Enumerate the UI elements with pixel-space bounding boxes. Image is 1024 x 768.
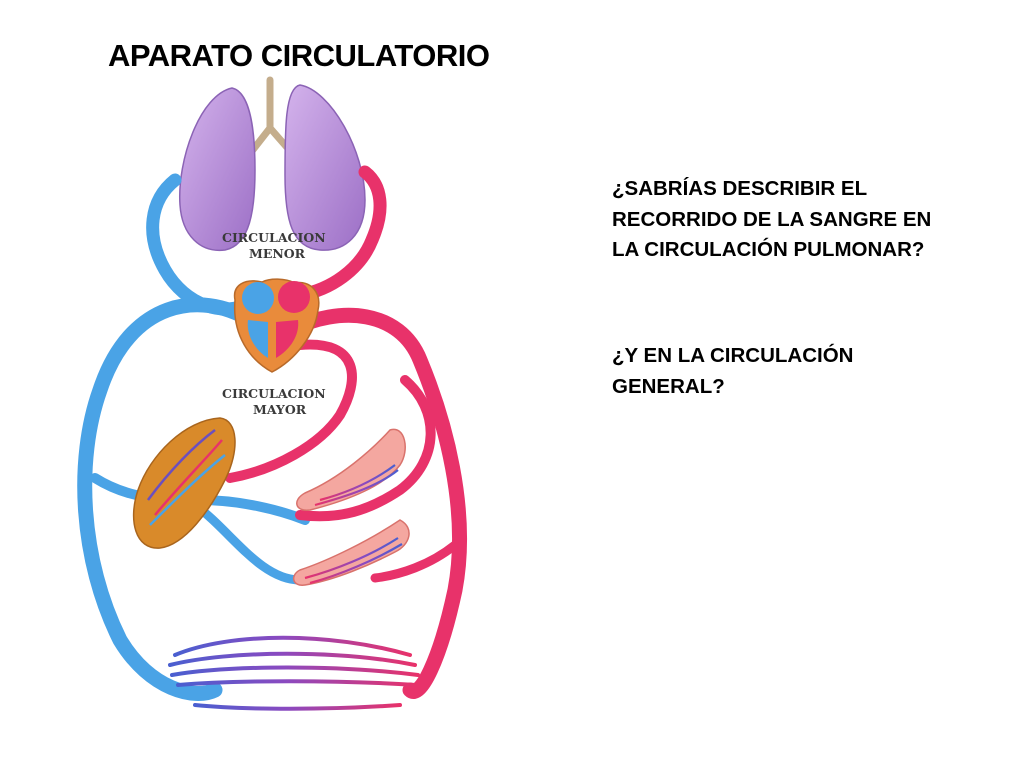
intestinal-artery-vessel bbox=[295, 375, 436, 522]
question-general: ¿Y EN LA CIRCULACIÓN GENERAL? bbox=[612, 344, 854, 398]
pulmonary-circulation-label-line2: MENOR bbox=[249, 246, 306, 261]
pulmonary-circulation-label-line1: CIRCULACION bbox=[222, 230, 326, 245]
question-pulmonary: ¿SABRÍAS DESCRIBIR EL RECORRIDO DE LA SA… bbox=[612, 177, 932, 261]
left-lung bbox=[179, 87, 256, 251]
right-lung bbox=[284, 84, 366, 251]
hepatic-artery-vessel bbox=[225, 339, 357, 483]
heart bbox=[233, 278, 320, 373]
vena-cava-vessel bbox=[77, 297, 258, 701]
body-capillaries bbox=[168, 635, 420, 711]
systemic-circulation-label-line1: CIRCULACION bbox=[222, 386, 326, 401]
circulatory-system-diagram: CIRCULACION MENOR CIRCULACION MAYOR bbox=[77, 76, 467, 711]
slide-title: APARATO CIRCULATORIO bbox=[108, 38, 490, 73]
intestinal-vein-vessel bbox=[190, 500, 305, 585]
intestine bbox=[293, 519, 410, 586]
lower-artery-vessel bbox=[370, 540, 460, 583]
pulmonary-vein-vessel bbox=[293, 165, 387, 302]
liver bbox=[132, 417, 236, 549]
systemic-circulation-label-line2: MAYOR bbox=[253, 402, 307, 417]
aorta-vessel bbox=[282, 307, 467, 699]
stomach bbox=[296, 428, 406, 511]
